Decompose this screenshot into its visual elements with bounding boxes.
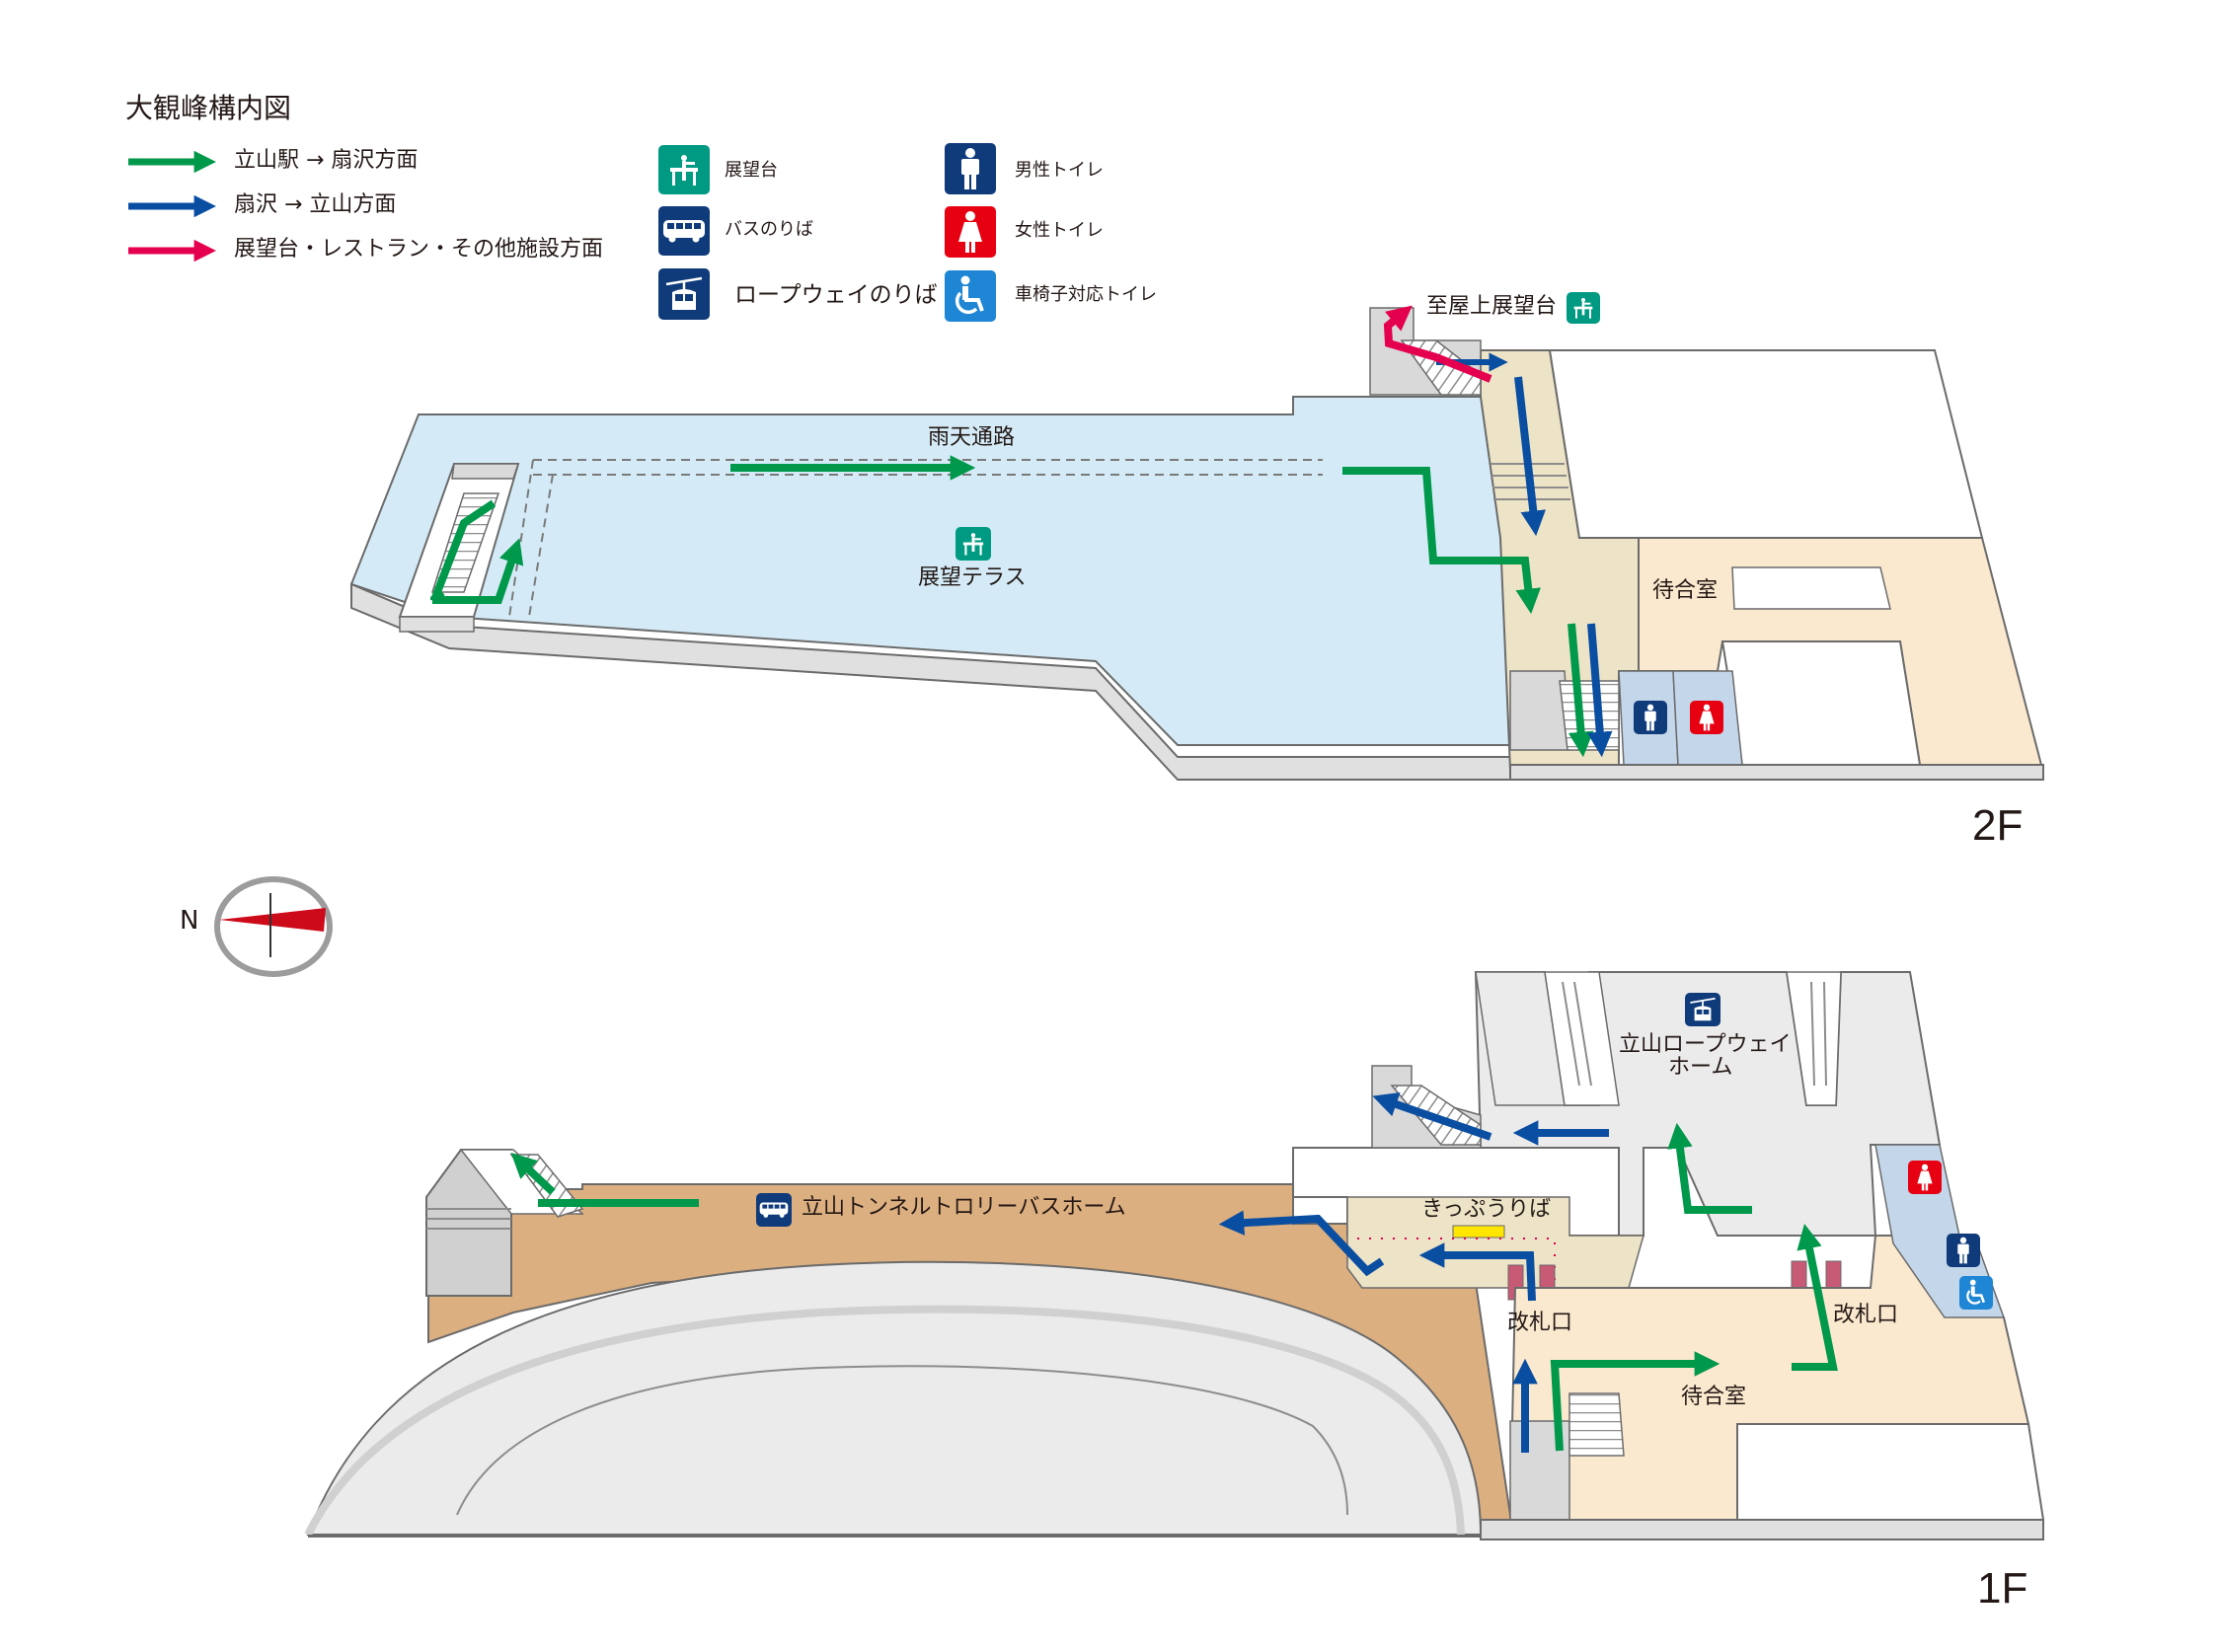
route-arrow-pink [1383, 305, 1492, 383]
bus-home-label: 立山トンネルトロリーバスホーム [802, 1195, 1126, 1220]
route-arrow-green [510, 1152, 556, 1195]
legend-icon-label: 車椅子対応トイレ [1015, 284, 1157, 305]
womens-toilet-icon [945, 206, 996, 258]
legend-icon-label: 展望台 [725, 160, 778, 181]
legend-icon-label: ロープウェイのりば [734, 282, 938, 308]
ticket-gate-label-right: 改札口 [1833, 1303, 1899, 1327]
observation-deck-icon [1567, 292, 1600, 324]
floor-label-2f: 2F [1972, 801, 2024, 850]
route-arrow-green [1550, 1351, 1720, 1452]
legend-icon-label: 男性トイレ [1015, 160, 1104, 181]
rooftop-observation-label: 至屋上展望台 [1426, 294, 1558, 319]
compass [214, 876, 333, 977]
route-arrow-green [1342, 467, 1541, 615]
route-arrow-green [1792, 1223, 1838, 1371]
2f-waiting-room-label: 待合室 [1652, 578, 1719, 603]
route-arrow-blue [1218, 1210, 1385, 1277]
compass-needle [219, 908, 326, 932]
route-arrow-blue [1514, 376, 1547, 537]
compass-north-label: N [180, 906, 199, 936]
route-arrow-blue [1372, 1091, 1492, 1141]
legend-route-label: 立山駅 → 扇沢方面 [234, 148, 419, 173]
accessible-toilet-icon [945, 270, 996, 322]
floor-2-plan [349, 305, 2044, 781]
rain-passage-label: 雨天通路 [928, 425, 1016, 450]
map-title: 大観峰構内図 [125, 92, 292, 124]
accessible-toilet-icon [1959, 1276, 1993, 1310]
1f-waiting-room-label: 待合室 [1681, 1385, 1747, 1409]
route-arrow-blue [1587, 623, 1613, 758]
bus-icon [756, 1193, 792, 1227]
legend-icon-label: 女性トイレ [1015, 220, 1104, 241]
2f-room-ne [1548, 349, 1984, 539]
ticket-counter [1452, 1225, 1505, 1239]
womens-toilet-icon [1690, 701, 1723, 734]
ticket-gate-label-left: 改札口 [1507, 1311, 1573, 1335]
ticket-office-label: きっぷうりば [1421, 1197, 1552, 1222]
terrace-label: 展望テラス [918, 565, 1027, 590]
womens-toilet-icon [1908, 1161, 1942, 1194]
legend-route-label: 展望台・レストラン・その他施設方面 [234, 237, 604, 262]
ropeway-home-label: 立山ロープウェイ [1619, 1032, 1792, 1057]
bus-icon [658, 206, 710, 256]
ropeway-home-label-line2: ホーム [1668, 1055, 1733, 1080]
ropeway-icon [1685, 993, 1720, 1026]
route-arrow-green [432, 538, 524, 604]
observation-deck-icon [956, 527, 991, 561]
ropeway-icon [658, 268, 710, 320]
route-arrow-blue [1418, 1242, 1536, 1302]
floor-label-1f: 1F [1977, 1564, 2028, 1613]
mens-toilet-icon [1947, 1234, 1980, 1267]
route-arrow-green [1667, 1122, 1752, 1214]
mens-toilet-icon [1634, 701, 1667, 734]
legend-route-label: 扇沢 → 立山方面 [234, 192, 397, 217]
floor-1-plan [304, 971, 2045, 1540]
mens-toilet-icon [945, 143, 996, 194]
observation-deck-icon [658, 145, 710, 194]
route-arrow-green [1567, 623, 1594, 758]
legend-icon-label: バスのりば [725, 219, 813, 240]
